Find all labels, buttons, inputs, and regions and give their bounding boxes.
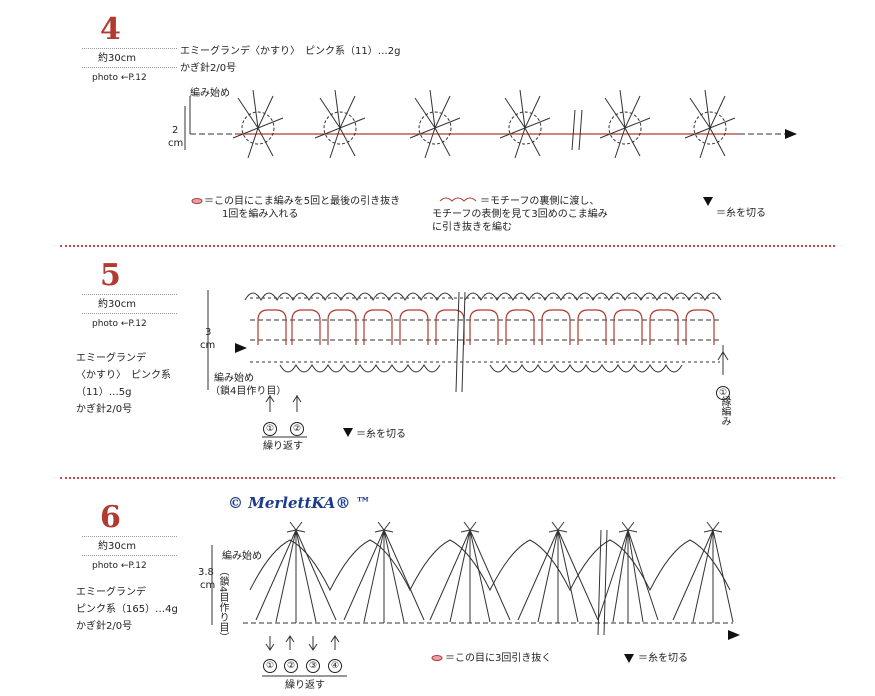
section-4-height-unit: cm xyxy=(168,138,184,149)
section-4-cut-note: ＝糸を切る xyxy=(716,208,766,219)
section-6-repeat-2: ② xyxy=(284,653,298,673)
section-6-size: 約30cm xyxy=(98,541,136,552)
section-separator xyxy=(60,477,835,479)
section-5-material-2: 〈かすり〉 ピンク系 xyxy=(76,370,171,381)
flower-motif xyxy=(232,89,736,159)
section-6-material-1: エミーグランデ xyxy=(76,587,146,598)
section-5-edge-mark: ① xyxy=(716,380,730,400)
section-6-chain-vertical: （鎖4目作り目） xyxy=(217,566,228,643)
section-4-note2-line3: に引き抜きを編む xyxy=(432,222,512,233)
section-6-photo-ref: photo ←P.12 xyxy=(92,561,147,571)
section-4-size: 約30cm xyxy=(98,53,136,64)
section-5-cut-note: ＝糸を切る xyxy=(356,429,406,440)
section-4-number: 4 xyxy=(100,12,121,47)
section-4-height-num: 2 xyxy=(172,125,179,136)
section-6-material-3: かぎ針2/0号 xyxy=(76,621,133,632)
section-5-repeat-1: ① xyxy=(263,416,277,436)
section-5-start-1: 編み始め xyxy=(214,373,254,384)
section-6-repeat-4: ④ xyxy=(328,653,342,673)
section-5-material-4: かぎ針2/0号 xyxy=(76,404,133,415)
section-4-note2-line1: ＝モチーフの裏側に渡し、 xyxy=(480,196,600,207)
section-5-size: 約30cm xyxy=(98,299,136,310)
section-6-repeat-1: ① xyxy=(263,653,277,673)
section-4-material-2: かぎ針2/0号 xyxy=(180,63,237,74)
section-5-edge-label: 縁編み xyxy=(719,396,730,426)
section-6-repeat-label: 繰り返す xyxy=(285,680,325,691)
section-4-diagram xyxy=(184,89,797,206)
watermark: © MerlettKA® ™ xyxy=(228,494,371,512)
section-5-repeat-label: 繰り返す xyxy=(263,441,303,452)
section-separator xyxy=(60,245,835,247)
section-5-start-2: （鎖4目作り目） xyxy=(210,386,287,397)
section-5-diagram xyxy=(207,290,729,438)
fan-motif xyxy=(255,521,734,623)
section-6-repeat-3: ③ xyxy=(306,653,320,673)
section-4-note1-line2: 1回を編み入れる xyxy=(222,209,299,220)
section-4-note1-line1: ＝この目にこま編みを5回と最後の引き抜き xyxy=(204,196,401,207)
section-4-material-1: エミーグランデ〈かすり〉 ピンク系（11）…2g xyxy=(180,46,401,57)
section-5-photo-ref: photo ←P.12 xyxy=(92,319,147,329)
section-4-photo-ref: photo ←P.12 xyxy=(92,73,147,83)
section-6-height-num: 3.8 xyxy=(198,567,214,578)
section-6-cut-note: ＝糸を切る xyxy=(638,653,688,664)
section-4-note2-line2: モチーフの表側を見て3回めのこま編み xyxy=(432,209,608,220)
section-5-material-3: （11）…5g xyxy=(76,387,132,398)
section-5-repeat-2: ② xyxy=(290,416,304,436)
section-5-number: 5 xyxy=(100,258,121,293)
section-4-start-label: 編み始め xyxy=(190,88,230,99)
section-6-material-2: ピンク系（165）…4g xyxy=(76,604,178,615)
section-6-start-label: 編み始め xyxy=(222,551,262,562)
section-5-material-1: エミーグランデ xyxy=(76,353,146,364)
section-6-number: 6 xyxy=(100,500,121,535)
section-6-height-unit: cm xyxy=(200,580,216,591)
section-6-note: ＝この目に3回引き抜く xyxy=(445,653,552,664)
